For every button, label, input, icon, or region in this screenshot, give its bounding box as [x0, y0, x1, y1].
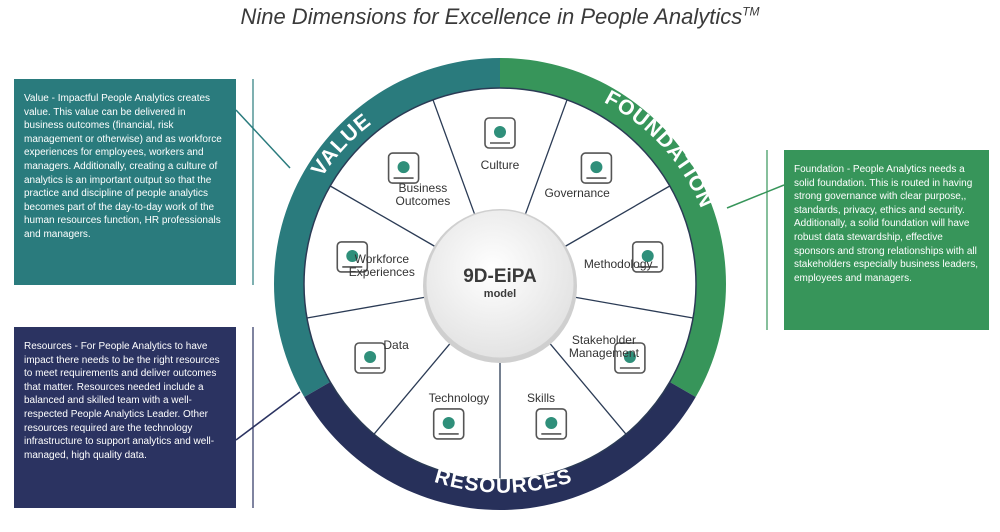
segment-label-line1: Governance [544, 186, 610, 200]
foundation-text: - People Analytics needs a solid foundat… [794, 164, 978, 284]
foundation-connector [726, 184, 785, 209]
segment-label-line1: Workforce [355, 252, 410, 266]
value-heading: Value [24, 93, 49, 104]
hub-subtitle: model [484, 288, 516, 300]
segment-label-line2: Management [569, 346, 640, 360]
segment-ring [306, 99, 694, 480]
segment-divider [373, 340, 453, 435]
people-network-icon [484, 117, 516, 149]
center-hub [425, 209, 575, 359]
diagram-title: Nine Dimensions for Excellence in People… [0, 4, 1000, 30]
skills-network-icon [535, 408, 568, 440]
segment-divider [306, 296, 428, 319]
segment-divider [547, 340, 627, 435]
segment-label-line1: Methodology [584, 257, 653, 271]
ring-value [274, 58, 500, 397]
foundation-description-box: Foundation - People Analytics needs a so… [784, 150, 989, 330]
resources-description-box: Resources - For People Analytics to have… [14, 327, 236, 508]
resources-connector [235, 391, 301, 441]
segment-divider [329, 185, 437, 248]
segment-divider [563, 185, 671, 248]
segment-labels: CultureGovernanceMethodologyStakeholderM… [349, 158, 653, 405]
title-text: Nine Dimensions for Excellence in People… [240, 4, 743, 29]
segment-label-line2: Outcomes [396, 194, 451, 208]
hub-title: 9D-EiPA [463, 266, 537, 287]
value-connector [235, 109, 291, 169]
trademark-mark: TM [742, 4, 760, 19]
segment-label-line1: Business [399, 181, 448, 195]
segment-label-line1: Skills [527, 391, 555, 405]
value-text: - Impactful People Analytics creates val… [24, 93, 222, 240]
gear-hierarchy-icon [580, 152, 613, 184]
resources-heading: Resources [24, 341, 72, 352]
segment-divider [524, 99, 568, 215]
value-description-box: Value - Impactful People Analytics creat… [14, 79, 236, 285]
rocket-chart-icon [387, 152, 420, 184]
foundation-heading: Foundation [794, 164, 845, 175]
document-checklist-icon [631, 241, 664, 273]
certificate-icon [354, 342, 386, 374]
segment-label-line1: Culture [481, 158, 520, 172]
segment-label-line1: Stakeholder [572, 333, 636, 347]
segment-label-line1: Technology [429, 391, 490, 405]
resources-text: - For People Analytics to have impact th… [24, 341, 220, 461]
segment-label-line2: Experiences [349, 265, 415, 279]
ring-resources [304, 382, 696, 510]
segment-icons [336, 117, 664, 440]
computer-network-icon [432, 408, 465, 440]
handshake-icon [614, 342, 646, 374]
segment-divider [432, 99, 476, 215]
monitor-people-icon [336, 241, 369, 273]
segment-label-line1: Data [383, 338, 409, 352]
ring-foundation [500, 58, 726, 397]
segment-divider [572, 296, 694, 319]
